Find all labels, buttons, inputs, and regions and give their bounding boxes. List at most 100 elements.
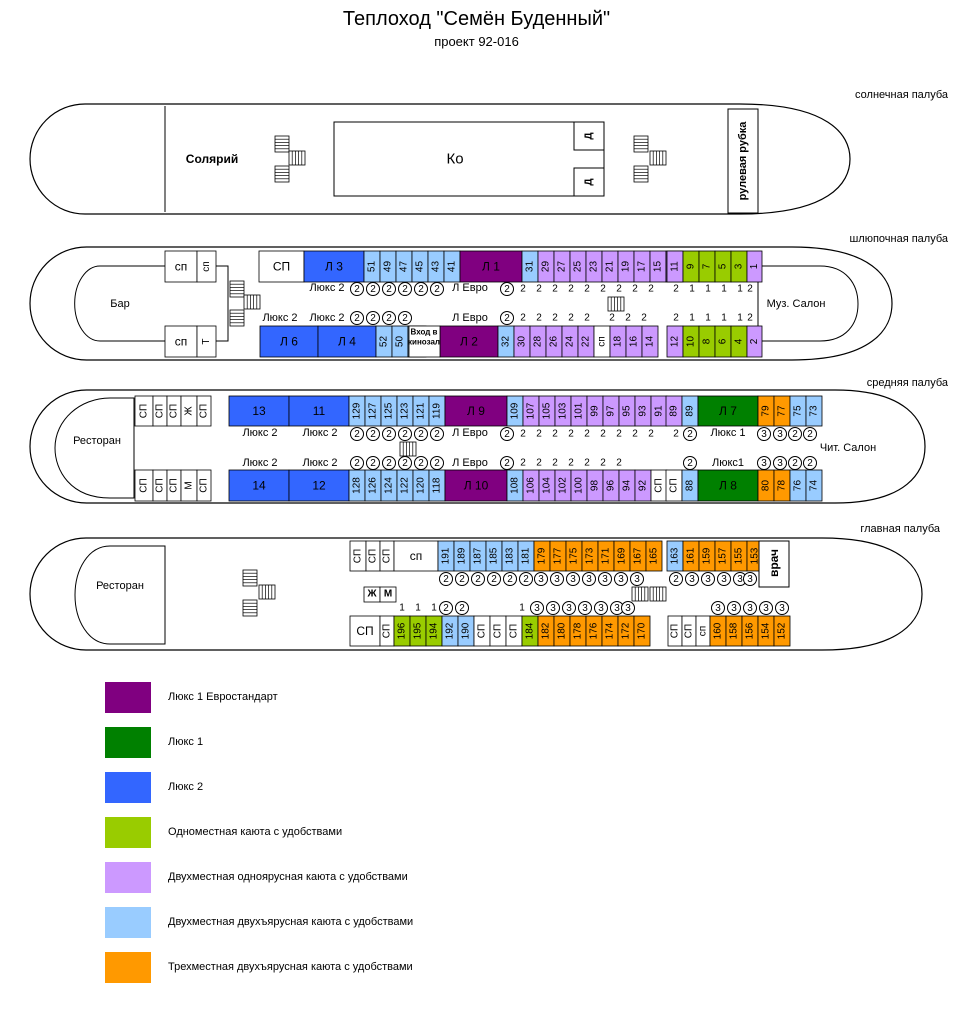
berth-circle	[439, 572, 453, 586]
middle-top-cabin-label: 77	[777, 405, 788, 417]
berth-circle	[350, 282, 364, 296]
berth-circle	[382, 282, 396, 296]
berth-count: 3	[586, 574, 592, 585]
boat-top-cabin-label: 25	[573, 261, 584, 273]
cabin-class-label: Люкс 2	[262, 312, 297, 324]
main-top-cabin-label: 189	[457, 547, 468, 564]
berth-count: 2	[552, 313, 558, 324]
cabin-class-label: Люкс 2	[309, 282, 344, 294]
berth-count: 2	[792, 458, 798, 469]
berth-circle	[382, 311, 396, 325]
berth-count: 2	[504, 429, 510, 440]
main-top-cabin-label: 153	[750, 547, 761, 564]
berth-circle	[519, 572, 533, 586]
middle-bottom-cabin-label: СП	[139, 478, 150, 492]
middle-bottom-cabin-label: М	[184, 481, 195, 489]
berth-count: 2	[673, 574, 679, 585]
berth-count: 2	[418, 458, 424, 469]
cabin-class-label: Люкс1	[712, 457, 744, 469]
middle-bottom-cabin-label: 98	[590, 480, 601, 492]
berth-count: 2	[632, 429, 638, 440]
solarium-label: Солярий	[186, 152, 238, 166]
main-top-cabin-label: 191	[441, 547, 452, 564]
berth-count: 2	[443, 574, 449, 585]
middle-top-cabin-label: 105	[542, 402, 553, 419]
music-salon-room	[757, 265, 859, 342]
berth-count: 2	[354, 284, 360, 295]
middle-top-cabin-label: 101	[574, 402, 585, 419]
berth-count: 2	[520, 458, 526, 469]
boat-bottom-cabin-label: Л 2	[460, 335, 478, 349]
berth-count: 2	[504, 284, 510, 295]
berth-count: 2	[568, 284, 574, 295]
main-top-cabin-label: 169	[617, 547, 628, 564]
wheelhouse	[727, 108, 759, 214]
berth-count: 3	[534, 603, 540, 614]
boat-bottom-cabin-label: Л 6	[280, 335, 298, 349]
boat-bottom-cabin	[439, 325, 499, 358]
berth-circle	[685, 572, 699, 586]
cabin-class-label: Л Евро	[452, 457, 488, 469]
boat-bottom-cabin-label: Т	[201, 338, 212, 344]
main-top-cabin-label: 163	[670, 547, 681, 564]
cabin-class-label: Люкс 2	[242, 457, 277, 469]
cabin-class-label: Люкс 2	[302, 427, 337, 439]
middle-top-cabin	[196, 395, 212, 427]
boat-bottom-cabin-label: 32	[501, 336, 512, 348]
stairs-frame	[274, 165, 290, 183]
main-bottom-cabin-label: 154	[761, 622, 772, 639]
middle-top-cabin	[805, 395, 823, 427]
middle-bottom-cabin-label: 78	[777, 480, 788, 492]
berth-count: 2	[386, 284, 392, 295]
middle-top-cabin-label: 99	[590, 405, 601, 417]
berth-count: 1	[399, 603, 405, 614]
main-bottom-cabin-label: СП	[356, 624, 373, 638]
boat-top-cabin-label: Л 3	[325, 260, 343, 274]
berth-count: 2	[616, 458, 622, 469]
main-bottom-cabin-label: 182	[541, 622, 552, 639]
berth-count: 2	[648, 429, 654, 440]
berth-count: 3	[705, 574, 711, 585]
berth-count: 2	[641, 313, 647, 324]
boat-top-cabin-label: 51	[367, 261, 378, 273]
main-top-cabin-label: 175	[569, 547, 580, 564]
main-top-cabin-label: 173	[585, 547, 596, 564]
main-bottom-cabin	[349, 615, 381, 647]
cabin-class-label: Люкс 2	[309, 312, 344, 324]
main-top-cabin-label: СП	[368, 549, 379, 563]
page-title: Теплоход "Семён Буденный"	[342, 8, 611, 30]
berth-count: 2	[687, 458, 693, 469]
middle-bottom-cabin-label: 96	[606, 480, 617, 492]
berth-count: 3	[777, 458, 783, 469]
middle-bottom-cabin-label: 106	[526, 477, 537, 494]
legend-swatch	[105, 817, 151, 848]
main-bottom-cabin-label: 172	[621, 622, 632, 639]
main-top-cabin-label: 187	[473, 547, 484, 564]
stairs-frame	[288, 150, 306, 166]
boat-bottom-cabin-label: сп	[597, 336, 608, 346]
stairs-icon	[633, 165, 649, 183]
stairs-icon	[229, 280, 245, 298]
berth-circle	[773, 427, 787, 441]
berth-circle	[439, 601, 453, 615]
boat-bottom-cabin-label: 50	[395, 336, 406, 348]
berth-count: 2	[552, 284, 558, 295]
berth-circle	[614, 572, 628, 586]
middle-top-cabin-label: 129	[352, 402, 363, 419]
middle-top-cabin-label: 91	[654, 405, 665, 417]
main-top-cabin-label: 157	[718, 547, 729, 564]
middle-top-cabin-label: 127	[368, 402, 379, 419]
berth-count: 3	[777, 429, 783, 440]
berth-count: 2	[568, 429, 574, 440]
berth-count: 2	[504, 313, 510, 324]
berth-count: 1	[705, 284, 711, 295]
berth-circle	[430, 456, 444, 470]
berth-count: 3	[747, 603, 753, 614]
middle-top-cabin-label: Л 9	[467, 404, 485, 418]
berth-count: 2	[418, 284, 424, 295]
berth-circle	[455, 601, 469, 615]
restaurant-room	[74, 545, 166, 645]
middle-bottom-cabin-label: СП	[669, 478, 680, 492]
berth-count: 2	[807, 458, 813, 469]
main-bottom-cabin	[633, 615, 651, 647]
